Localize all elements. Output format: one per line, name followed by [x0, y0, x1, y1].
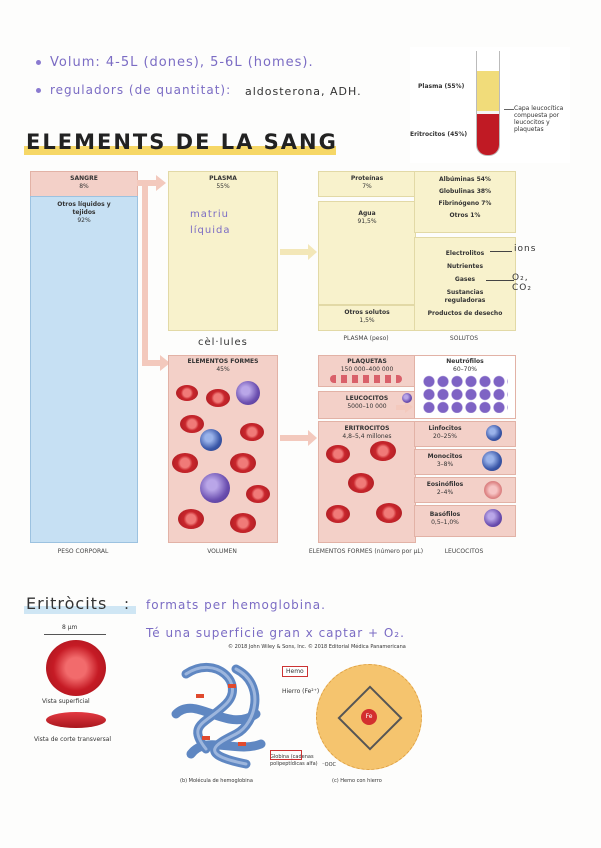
eritrocits-note-1: formats per hemoglobina.	[146, 598, 326, 612]
hemoglobin-figure: © 2018 John Wiley & Sons, Inc. © 2018 Ed…	[166, 644, 426, 788]
otros-liquidos-box: Otros líquidos y tejidos 92%	[30, 196, 138, 543]
ions-note: ions	[514, 244, 537, 254]
vista-superficial-label: Vista superficial	[42, 698, 90, 705]
ef-caption: ELEMENTOS FORMES (número por μL)	[308, 548, 424, 555]
caption-b: (b) Molécula de hemoglobina	[180, 778, 253, 784]
blood-diagram: SANGRE 8% Otros líquidos y tejidos 92% P…	[30, 165, 535, 561]
leukocyte-cell	[200, 429, 222, 451]
eritrocits-title: Eritròcits	[26, 594, 108, 613]
rbc-cell	[370, 441, 396, 461]
rbc-cell	[178, 509, 204, 529]
size-label: 8 μm	[62, 624, 78, 631]
bullet-1	[36, 60, 41, 65]
leucocitos-caption: LEUCOCITOS	[444, 548, 484, 555]
rbc-cell	[326, 445, 350, 463]
tube-figure: Plasma (55%) Eritrocitos (45%) Capa leuc…	[410, 47, 570, 163]
eritrocits-colon: :	[124, 595, 130, 613]
platelets	[330, 375, 402, 383]
copyright: © 2018 John Wiley & Sons, Inc. © 2018 Ed…	[228, 644, 406, 650]
eosinophil-cell	[484, 481, 502, 499]
volumen-label: VOLUMEN	[207, 548, 237, 555]
title-highlight	[24, 146, 336, 155]
hierro-label: Hierro (Fe²⁺)	[282, 688, 320, 695]
plasma-peso-label: PLASMA (peso)	[343, 335, 389, 342]
rbc-cell	[348, 473, 374, 493]
monocyte-cell	[482, 451, 502, 471]
otros-solutos-box: Otros solutos 1,5%	[318, 305, 416, 331]
eritrocits-highlight	[24, 606, 136, 614]
iron-atom: Fe	[361, 709, 377, 725]
globina-label: Globina (cadenas polipeptídicas alfa)	[270, 754, 318, 767]
leukocyte-cell	[402, 393, 412, 403]
rbc-cell	[240, 423, 264, 441]
tube-eritrocitos-label: Eritrocitos (45%)	[410, 131, 468, 138]
plasma-box: PLASMA 55%	[168, 171, 278, 331]
heme-ring: Fe	[316, 664, 422, 770]
rbc-cell	[172, 453, 198, 473]
solutos-label: SOLUTOS	[449, 335, 479, 342]
rbc-cell	[376, 503, 402, 523]
leukocyte-cell	[236, 381, 260, 405]
proteinas-box: Proteínas 7%	[318, 171, 416, 197]
hemoglobin-molecule-illustration	[171, 663, 266, 769]
basophil-cell	[484, 509, 502, 527]
rbc-cell	[206, 389, 230, 407]
hemo-label: Hemo	[282, 666, 308, 677]
rbc-cell	[230, 453, 256, 473]
gases-note: O₂, CO₂	[512, 273, 532, 293]
rbc-figure: 8 μm Vista superficial Vista de corte tr…	[34, 620, 124, 750]
rbc-cell	[246, 485, 270, 503]
test-tube	[476, 51, 500, 156]
neutrophils-grid	[422, 375, 508, 413]
lymphocyte-cell	[486, 425, 502, 441]
rbc-surface	[46, 640, 106, 696]
section-title: ELEMENTS DE LA SANG	[26, 130, 338, 154]
tube-plasma-label: Plasma (55%)	[418, 83, 465, 90]
eosinofilos-box: Eosinófilos 2–4%	[414, 477, 516, 503]
rbc-cross-section	[46, 712, 106, 728]
rbc-cell	[230, 513, 256, 533]
note-volume: Volum: 4-5L (dones), 5-6L (homes).	[50, 55, 314, 70]
coo-label: ⁻OOC	[322, 762, 337, 768]
rbc-cell	[326, 505, 350, 523]
proteinas-detail-box: Albúminas 54% Globulinas 38% Fibrinógeno…	[414, 171, 516, 233]
linfocitos-box: Linfocitos 20–25%	[414, 421, 516, 447]
peso-corporal-label: PESO CORPORAL	[57, 548, 109, 555]
cellules-note: cèl·lules	[198, 337, 248, 348]
tube-capa-label: Capa leucocítica compuesta por leucocito…	[514, 105, 564, 133]
solutos-box: Electrolitos Nutrientes Gases Sustancias…	[414, 237, 516, 331]
leukocyte-cell	[200, 473, 230, 503]
caption-c: (c) Hemo con hierro	[332, 778, 382, 784]
note-regulators: reguladors (de quantitat):	[50, 83, 232, 97]
note-hormones: aldosterona, ADH.	[245, 85, 362, 98]
agua-box: Agua 91,5%	[318, 201, 416, 305]
matriu-note: matriu líquida	[190, 209, 231, 236]
bullet-2	[36, 88, 41, 93]
eritrocits-note-2: Té una superficie gran x captar + O₂.	[146, 626, 405, 640]
rbc-cell	[180, 415, 204, 433]
vista-corte-label: Vista de corte transversal	[34, 736, 112, 743]
rbc-cell	[176, 385, 198, 401]
sangre-box: SANGRE 8%	[30, 171, 138, 197]
